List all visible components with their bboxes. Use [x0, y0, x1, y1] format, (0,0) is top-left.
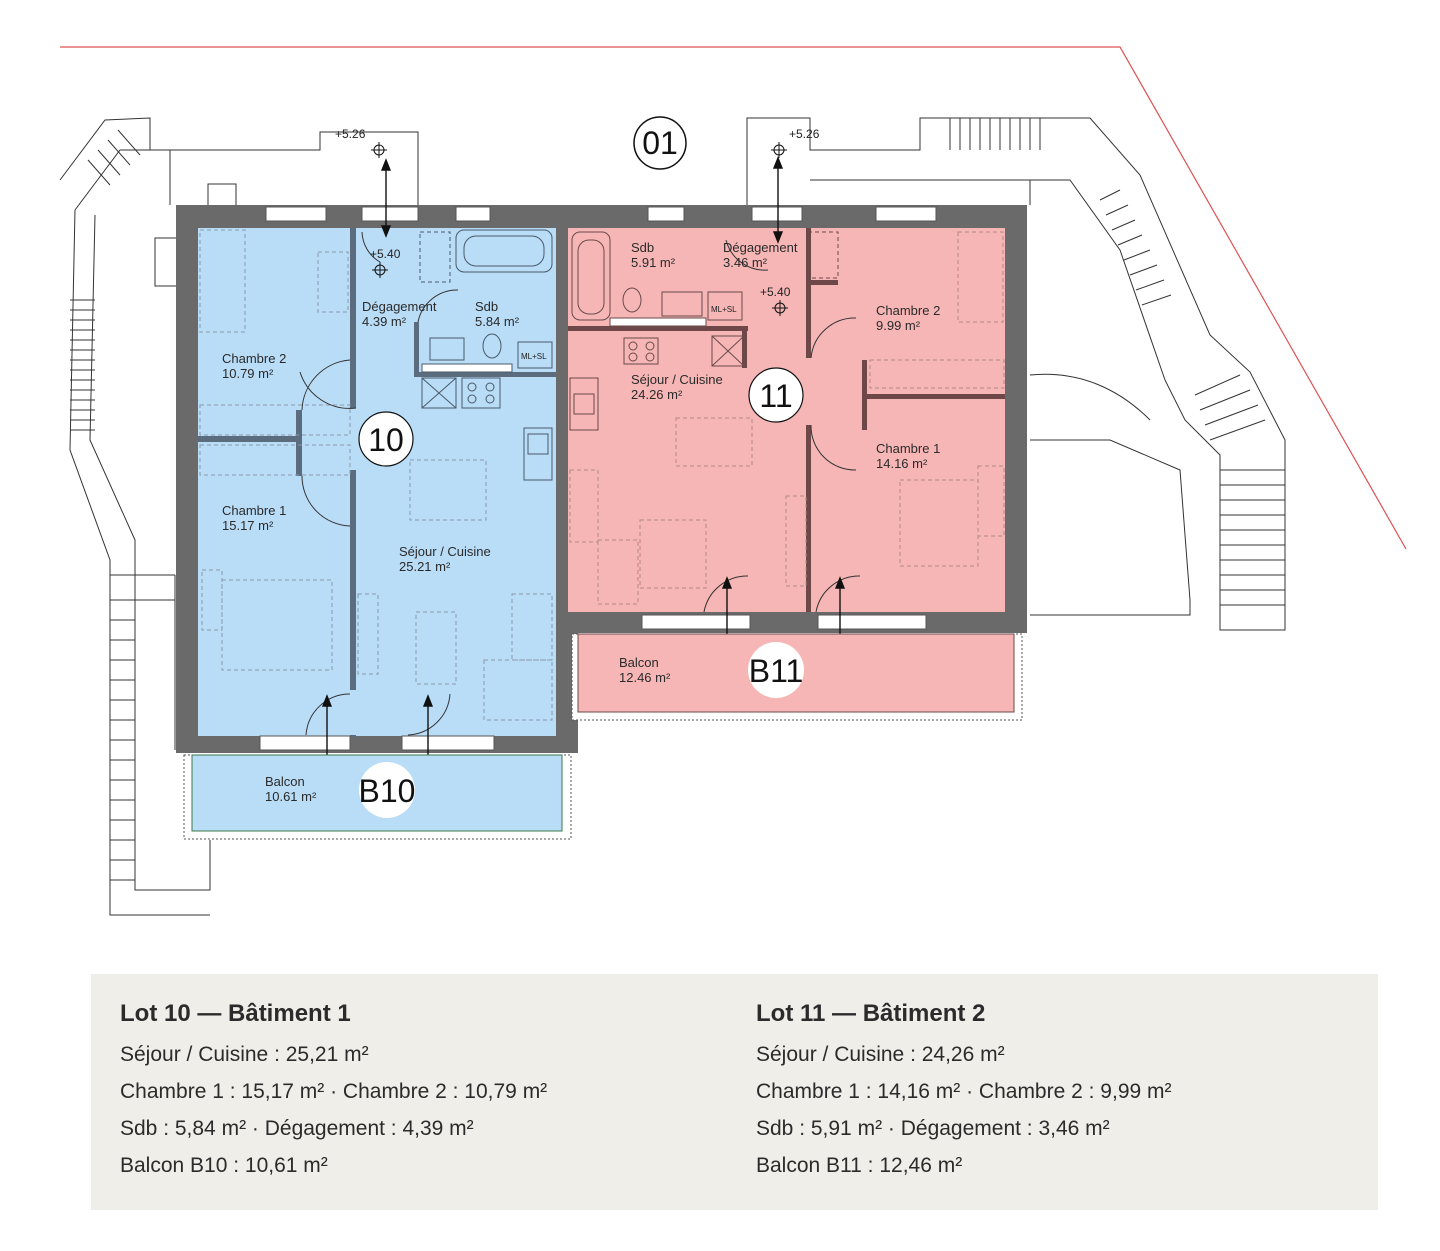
- door-swings: [299, 231, 861, 736]
- site-boundary-line: [60, 46, 1407, 550]
- lot-title: Lot 10 — Bâtiment 1: [120, 1000, 351, 1027]
- lot-11-summary: Lot 11 — Bâtiment 2 Séjour / Cuisine : 2…: [756, 1000, 1172, 1190]
- lot-summary-panel: Lot 10 — Bâtiment 1 Séjour / Cuisine : 2…: [91, 974, 1378, 1210]
- bathroom-fixtures-11: [569, 231, 839, 431]
- floor-plan: ML+SL ML+SL: [59, 46, 1407, 916]
- bathroom-fixtures-10: [419, 229, 553, 481]
- landing-elevation-10: +5.40: [370, 247, 401, 261]
- lot-detail-line: Sdb : 5,84 m² · Dégagement : 4,39 m²: [120, 1117, 474, 1140]
- room-area: 9.99 m²: [876, 318, 921, 333]
- elevation-label-left: +5.26: [335, 127, 366, 141]
- lot-detail-line: Séjour / Cuisine : 24,26 m²: [756, 1043, 1005, 1066]
- furniture-unit-10: [199, 229, 553, 721]
- room-name: Chambre 1: [876, 441, 940, 456]
- room-area: 14.16 m²: [876, 456, 928, 471]
- unit-number: 10: [368, 422, 404, 458]
- unit-marker-10: 10: [358, 411, 414, 467]
- lot-title: Lot 11 — Bâtiment 2: [756, 1000, 986, 1027]
- room-name: Balcon: [265, 774, 305, 789]
- unit-10-room-labels: Chambre 2 10.79 m² Chambre 1 15.17 m² Dé…: [222, 299, 520, 804]
- unit-11-room-labels: Sdb 5.91 m² Dégagement 3.46 m² Chambre 2…: [619, 240, 940, 685]
- room-area: 10.79 m²: [222, 366, 274, 381]
- lot-detail-line: Chambre 1 : 14,16 m² · Chambre 2 : 9,99 …: [756, 1080, 1172, 1103]
- windows: [259, 206, 937, 751]
- furniture-unit-11: [569, 231, 1005, 605]
- lot-detail-line: Chambre 1 : 15,17 m² · Chambre 2 : 10,79…: [120, 1080, 548, 1103]
- room-name: Séjour / Cuisine: [399, 544, 491, 559]
- room-area: 24.26 m²: [631, 387, 683, 402]
- lot-detail-line: Séjour / Cuisine : 25,21 m²: [120, 1043, 369, 1066]
- room-name: Séjour / Cuisine: [631, 372, 723, 387]
- room-area: 10.61 m²: [265, 789, 317, 804]
- washer-label-11: ML+SL: [711, 305, 737, 314]
- room-name: Dégagement: [723, 240, 798, 255]
- room-name: Sdb: [475, 299, 498, 314]
- room-area: 5.84 m²: [475, 314, 520, 329]
- washer-label-10: ML+SL: [521, 352, 547, 361]
- lot-detail-line: Balcon B11 : 12,46 m²: [756, 1154, 963, 1177]
- balcony-marker-b10: B10: [359, 762, 416, 818]
- balcony-number: B11: [749, 653, 804, 689]
- room-name: Sdb: [631, 240, 654, 255]
- room-area: 5.91 m²: [631, 255, 676, 270]
- room-area: 25.21 m²: [399, 559, 451, 574]
- unit-10-interior-walls: [198, 228, 556, 737]
- room-name: Chambre 2: [222, 351, 286, 366]
- room-area: 4.39 m²: [362, 314, 407, 329]
- room-name: Balcon: [619, 655, 659, 670]
- room-area: 3.46 m²: [723, 255, 768, 270]
- room-area: 15.17 m²: [222, 518, 274, 533]
- site-linework: [59, 117, 1286, 916]
- balcony-number: B10: [359, 773, 416, 809]
- unit-marker-11: 11: [748, 367, 804, 423]
- landing-elevation-11: +5.40: [760, 285, 791, 299]
- building-number: 01: [642, 125, 678, 161]
- lot-detail-line: Sdb : 5,91 m² · Dégagement : 3,46 m²: [756, 1117, 1110, 1140]
- lot-detail-line: Balcon B10 : 10,61 m²: [120, 1154, 328, 1177]
- building-marker-01: 01: [633, 116, 687, 170]
- unit-10-area: [198, 228, 556, 736]
- room-name: Dégagement: [362, 299, 437, 314]
- room-name: Chambre 2: [876, 303, 940, 318]
- balcony-marker-b11: B11: [748, 642, 804, 698]
- elevation-markers: [371, 142, 788, 316]
- room-name: Chambre 1: [222, 503, 286, 518]
- room-area: 12.46 m²: [619, 670, 671, 685]
- lot-10-summary: Lot 10 — Bâtiment 1 Séjour / Cuisine : 2…: [120, 1000, 547, 1190]
- unit-number: 11: [759, 378, 792, 414]
- elevation-label-right: +5.26: [789, 127, 820, 141]
